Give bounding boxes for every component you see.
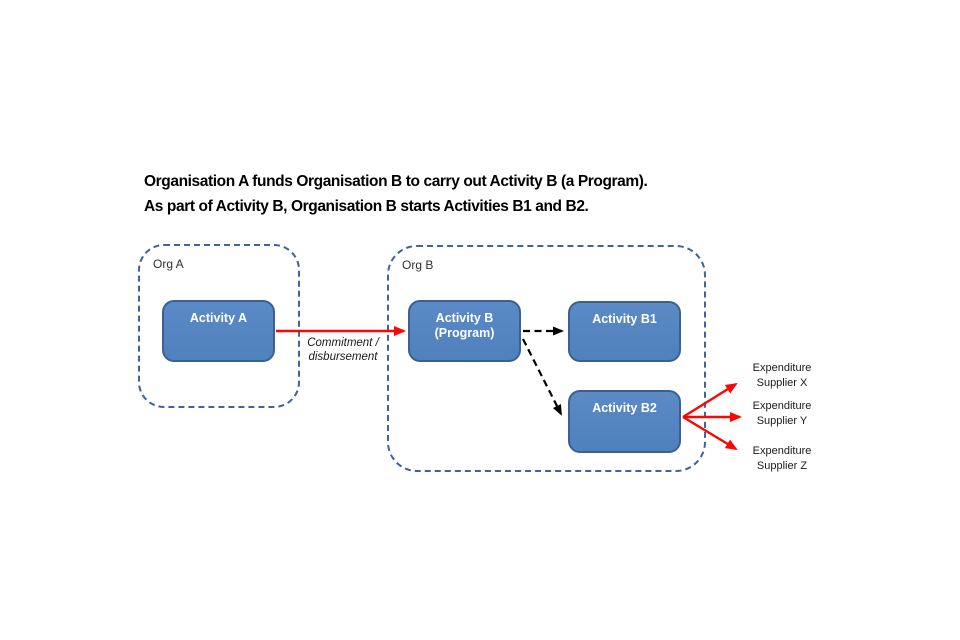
group-org-b-label: Org B (402, 258, 434, 272)
node-activity-b-label-line2: (Program) (434, 326, 495, 340)
node-activity-a: Activity A (162, 300, 275, 362)
expenditure-y-line1: Expenditure (752, 400, 812, 412)
commitment-disbursement-label: Commitment / disbursement (296, 337, 390, 364)
expenditure-supplier-z-label: Expenditure Supplier Z (746, 444, 818, 473)
group-org-a: Org A (138, 244, 300, 408)
node-activity-b-label-line1: Activity B (435, 311, 494, 325)
node-activity-b: Activity B (Program) (408, 300, 521, 362)
expenditure-supplier-y-label: Expenditure Supplier Y (746, 399, 818, 428)
group-org-a-label: Org A (153, 257, 184, 271)
commitment-label-line2: disbursement (308, 350, 378, 363)
expenditure-supplier-x-label: Expenditure Supplier X (746, 361, 818, 390)
group-org-b: Org B (387, 245, 706, 472)
expenditure-z-line2: Supplier Z (756, 459, 808, 472)
expenditure-x-line2: Supplier X (756, 376, 808, 389)
commitment-label-line1: Commitment / (307, 337, 379, 349)
expenditure-x-line1: Expenditure (752, 362, 812, 374)
node-activity-b1-label: Activity B1 (592, 312, 657, 326)
diagram-title-line-1: Organisation A funds Organisation B to c… (144, 173, 648, 190)
node-activity-a-label: Activity A (189, 311, 248, 325)
diagram-title: Organisation A funds Organisation B to c… (144, 170, 648, 219)
expenditure-y-line2: Supplier Y (756, 414, 808, 427)
node-activity-b2: Activity B2 (568, 390, 681, 453)
node-activity-b2-label: Activity B2 (592, 401, 657, 415)
expenditure-z-line1: Expenditure (752, 445, 812, 457)
node-activity-b1: Activity B1 (568, 301, 681, 362)
diagram-title-line-2: As part of Activity B, Organisation B st… (144, 197, 589, 215)
